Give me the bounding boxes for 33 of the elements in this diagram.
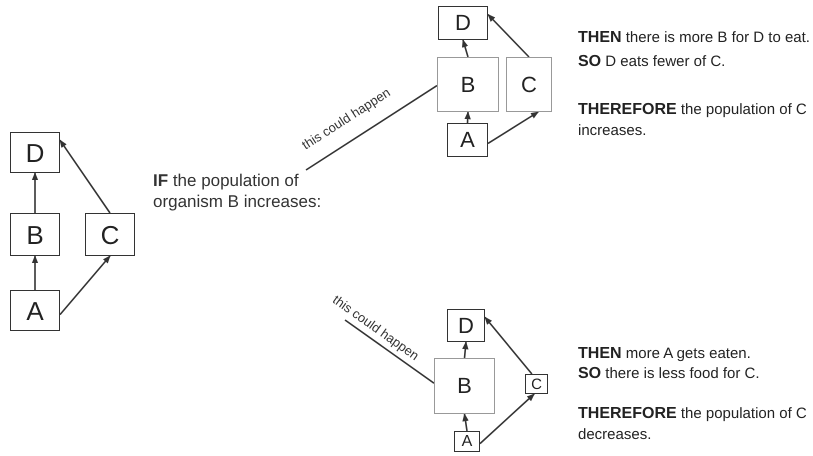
organism-box: A [454, 431, 480, 452]
organism-box: C [506, 57, 552, 112]
arrow [59, 140, 111, 214]
arrow [487, 14, 530, 58]
explanation-text: SO there is less food for C. [578, 364, 761, 384]
arrow [488, 111, 539, 144]
arrow [484, 316, 533, 375]
arrow [32, 172, 38, 213]
arrow [32, 255, 38, 290]
explanation-text: THEN there is more B for D to eat. [578, 28, 811, 48]
organism-box: B [434, 358, 495, 414]
explanation-text: SO D eats fewer of C. [578, 52, 726, 72]
arrow [464, 111, 471, 124]
organism-box: B [10, 213, 60, 256]
arrow [479, 393, 535, 444]
arrow [462, 413, 469, 432]
organism-box: A [10, 290, 60, 331]
explanation-text: THEREFORE the population of C increases. [578, 100, 808, 140]
arrow [462, 341, 469, 358]
line [306, 84, 438, 171]
organism-box: A [447, 123, 488, 157]
organism-box: C [525, 374, 548, 394]
organism-box: C [85, 213, 135, 256]
organism-box: D [10, 132, 60, 173]
arrow [462, 39, 469, 58]
condition-text: IF the population of organism B increases: [153, 170, 323, 212]
arrow [59, 255, 111, 316]
line [344, 319, 434, 384]
organism-box: B [437, 57, 499, 112]
explanation-text: THEREFORE the population of C decreases. [578, 404, 808, 444]
organism-box: D [447, 309, 485, 342]
organism-box: D [438, 6, 488, 40]
explanation-text: THEN more A gets eaten. [578, 344, 752, 364]
